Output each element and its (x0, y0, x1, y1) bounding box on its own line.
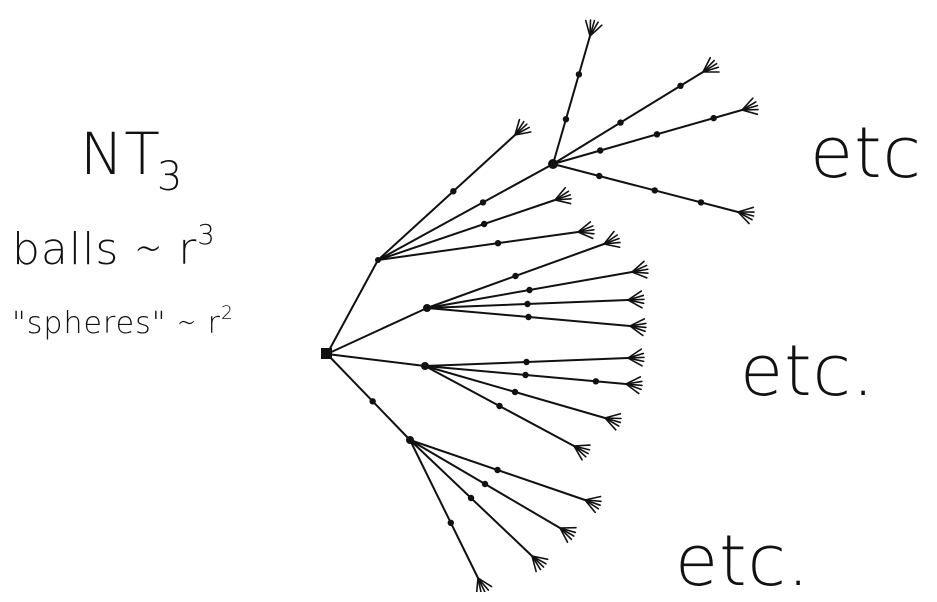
leaf-tuft (532, 556, 548, 571)
tree-node-dot (654, 131, 660, 137)
tree-node-dot (421, 362, 429, 370)
tree-edge (327, 260, 378, 354)
leaf-tuft (626, 377, 642, 394)
leaf-tuft (605, 414, 621, 430)
tree-node-dot (523, 359, 529, 365)
leaf-tuft (560, 528, 576, 542)
title-nt3: NT3 (80, 120, 183, 188)
tree-node-dot (512, 273, 518, 279)
tree-node-dot (677, 83, 683, 89)
tree-node-dot (548, 159, 558, 169)
leaf-tuft (630, 319, 646, 336)
tree-node-dot (710, 115, 716, 121)
leaf-tuft (632, 261, 648, 277)
leaf-tuft (628, 291, 644, 308)
tree-node-dot (481, 221, 487, 227)
tree-edge (378, 200, 555, 260)
tree-node-dot (652, 187, 658, 193)
tree-edge (327, 354, 410, 440)
spheres-text: "spheres" ∼ r (12, 306, 221, 341)
balls-text: balls ∼ r (12, 224, 197, 275)
tree-node-dot (563, 116, 569, 122)
leaf-tuft (515, 120, 531, 135)
spheres-growth-label: "spheres" ∼ r2 (12, 306, 234, 341)
tree-node-dot (406, 436, 414, 444)
tree-node-dot (423, 304, 431, 312)
tree-node-dot (526, 287, 532, 293)
tree-node-dot (617, 119, 623, 125)
tree-edge (378, 232, 578, 260)
tree-node-dot (482, 481, 488, 487)
leaf-tuft (604, 231, 620, 247)
tree-node-dot (597, 147, 603, 153)
leaf-tuft (574, 445, 590, 460)
balls-exponent: 3 (197, 220, 215, 251)
tree-node-dot (698, 199, 704, 205)
tree-edge (378, 164, 553, 260)
etc-top-label: etc (810, 112, 922, 194)
tree-edge (553, 164, 738, 212)
leaf-tuft (628, 349, 644, 366)
tree-node-dot (468, 495, 474, 501)
leaf-tuft (742, 98, 758, 114)
tree-node-dot (369, 398, 375, 404)
leaf-tuft (477, 578, 492, 592)
leaf-tuft (586, 20, 602, 36)
tree-node-dot (593, 378, 599, 384)
tree-node-dot (524, 301, 530, 307)
tree-edge (327, 308, 427, 354)
etc-middle-label: etc. (740, 330, 875, 412)
tree-node-dot (512, 389, 518, 395)
leaf-tuft (703, 58, 719, 72)
tree-edge (327, 354, 425, 366)
leaf-tuft (555, 188, 571, 204)
tree-node-dot (522, 372, 528, 378)
tree-edge (378, 135, 515, 260)
leaf-tuft (738, 207, 754, 223)
tree-node-dot (375, 257, 381, 263)
tree-node-dot (494, 467, 500, 473)
title-text: NT (80, 120, 161, 188)
tree-node-dot (448, 520, 454, 526)
tree-node-dot (576, 71, 582, 77)
tree-node-dot (450, 188, 456, 194)
tree-node-dot (496, 403, 502, 409)
root-node (321, 348, 332, 359)
spheres-exponent: 2 (221, 303, 234, 324)
tree-node-dot (525, 314, 531, 320)
leaf-tuft (585, 497, 601, 513)
balls-growth-label: balls ∼ r3 (12, 224, 216, 275)
title-subscript: 3 (157, 154, 183, 200)
leaf-tuft (578, 222, 594, 239)
tree-node-dot (596, 173, 602, 179)
etc-bottom-label: etc. (675, 520, 810, 602)
tree-node-dot (495, 240, 501, 246)
tree-node-dot (480, 199, 486, 205)
